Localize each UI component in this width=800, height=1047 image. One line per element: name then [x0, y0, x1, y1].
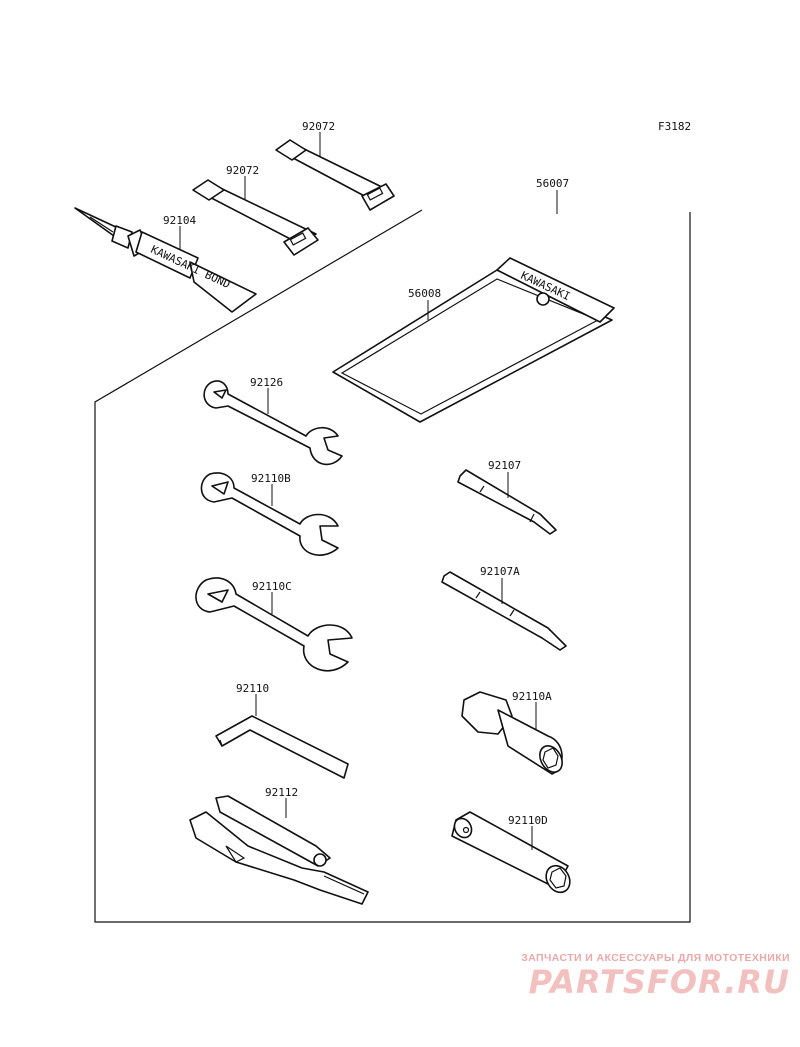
strap-lower-label: 92072 — [226, 164, 259, 177]
wrench-92110b-part: 92110B — [200, 472, 339, 556]
tool-bag-part: KAWASAKI 56008 — [332, 257, 615, 423]
socket-d-part: 92110D — [451, 811, 571, 894]
figure-code: F3182 — [658, 120, 691, 133]
wrench-92110c-label: 92110C — [252, 580, 292, 593]
bond-tube-part: KAWASAKI BOND 92104 — [74, 207, 257, 313]
tool-kit-label: 56007 — [536, 177, 569, 190]
socket-a-part: 92110A — [461, 690, 563, 775]
wrench-92126-label: 92126 — [250, 376, 283, 389]
screwdriver-a-label: 92107A — [480, 565, 520, 578]
pliers-part: 92112 — [189, 786, 369, 905]
strap-upper-label: 92072 — [302, 120, 335, 133]
hex-key-label: 92110 — [236, 682, 269, 695]
strap-upper-part: 92072 — [275, 120, 395, 211]
kit-boundary — [94, 209, 691, 923]
hex-key-part: 92110 — [215, 682, 349, 779]
watermark: ЗАПЧАСТИ И АКСЕССУАРЫ ДЛЯ МОТОТЕХНИКИ PA… — [470, 952, 790, 1000]
tool-kit-part: 56007 — [536, 177, 569, 214]
bond-tube-text: KAWASAKI BOND — [149, 243, 233, 291]
wrench-92110b-label: 92110B — [251, 472, 291, 485]
wrench-92126-part: 92126 — [203, 376, 343, 466]
bond-tube-label: 92104 — [163, 214, 196, 227]
socket-d-label: 92110D — [508, 814, 548, 827]
strap-lower-part: 92072 — [192, 164, 319, 256]
watermark-logo: PARTSFOR.RU — [528, 963, 790, 1001]
wrench-92110c-part: 92110C — [195, 577, 353, 672]
socket-a-label: 92110A — [512, 690, 552, 703]
screwdriver-label: 92107 — [488, 459, 521, 472]
screwdriver-a-part: 92107A — [441, 565, 567, 651]
tool-bag-label: 56008 — [408, 287, 441, 300]
screwdriver-part: 92107 — [457, 459, 557, 535]
pliers-label: 92112 — [265, 786, 298, 799]
watermark-tagline: ЗАПЧАСТИ И АКСЕССУАРЫ ДЛЯ МОТОТЕХНИКИ — [521, 952, 790, 964]
